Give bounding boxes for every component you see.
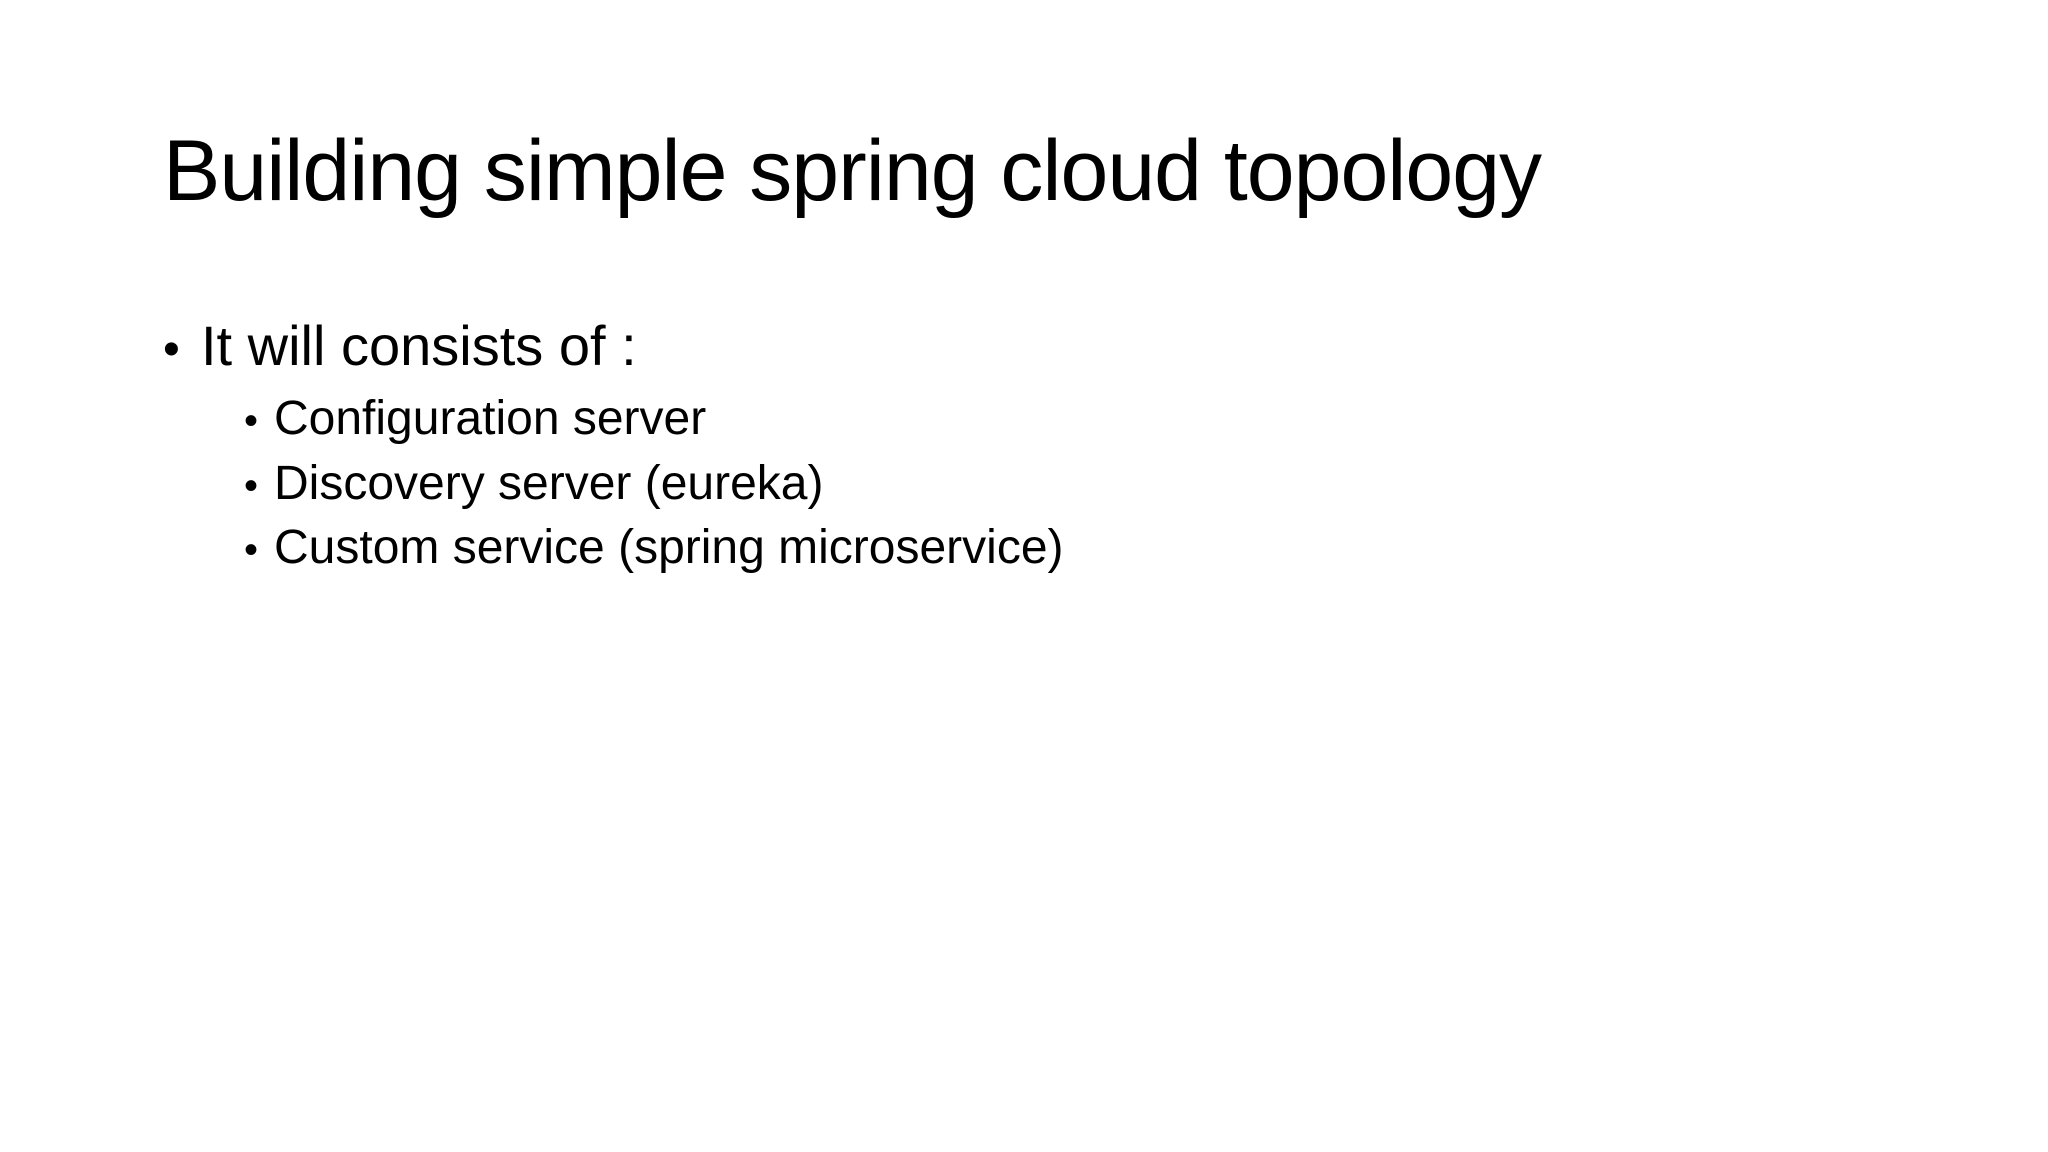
sub-bullet-text: Configuration server <box>274 392 707 445</box>
bullet-item: • It will consists of : <box>163 318 637 374</box>
bullet-marker: • <box>244 528 259 572</box>
bullet-text: It will consists of : <box>201 314 637 377</box>
sub-bullet-text: Discovery server (eureka) <box>274 457 824 510</box>
bullet-marker: • <box>163 323 180 376</box>
slide-title: Building simple spring cloud topology <box>163 123 1542 219</box>
sub-bullet-item: • Custom service (spring microservice) <box>244 524 1064 572</box>
sub-bullet-item: • Configuration server <box>244 395 706 443</box>
sub-bullet-item: • Discovery server (eureka) <box>244 460 823 508</box>
bullet-marker: • <box>244 464 259 508</box>
sub-bullet-text: Custom service (spring microservice) <box>274 521 1064 574</box>
bullet-marker: • <box>244 399 259 443</box>
